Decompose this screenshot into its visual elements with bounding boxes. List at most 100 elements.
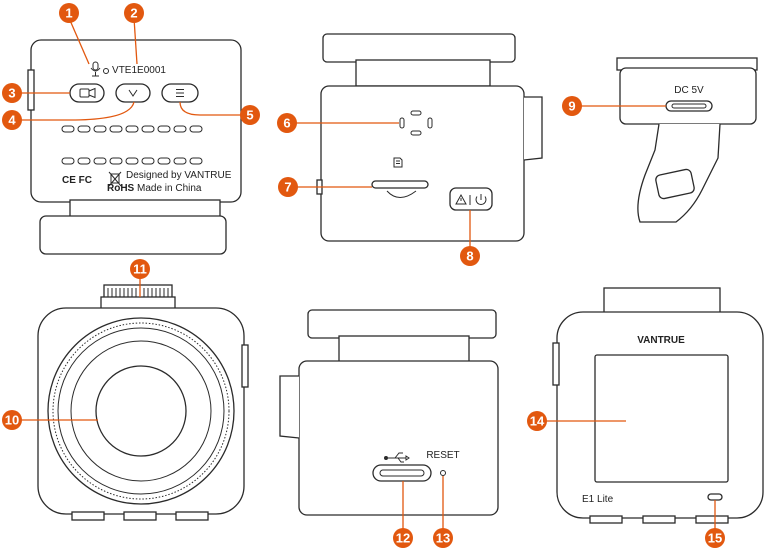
callout-3: 3 <box>2 83 22 103</box>
sd-slot-recess <box>386 190 417 198</box>
foot-mid <box>123 511 157 521</box>
rohs-mark: RoHS <box>107 183 135 194</box>
side-tab <box>27 69 35 111</box>
view-bottom-label: VTE1E0001 CE FC Designed by VANTRUE RoHS… <box>27 39 242 255</box>
vent-slot <box>141 125 155 133</box>
callout-2: 2 <box>124 3 144 23</box>
vent-slot <box>61 157 75 165</box>
svg-text:6: 6 <box>283 116 290 131</box>
made-in: Made in China <box>137 183 202 194</box>
sd-card-icon <box>393 157 403 168</box>
svg-text:2: 2 <box>130 6 137 21</box>
reset-label: RESET <box>426 450 459 461</box>
svg-text:12: 12 <box>396 531 410 546</box>
side-button-back <box>552 342 560 386</box>
foot-b2 <box>642 515 676 524</box>
vent-slots <box>61 125 203 165</box>
vent-slot <box>157 125 171 133</box>
vent-slot <box>77 157 91 165</box>
svg-text:13: 13 <box>436 531 450 546</box>
usb-icon <box>384 452 410 463</box>
speaker-holes <box>399 110 433 136</box>
callout-5: 5 <box>240 105 260 125</box>
vent-slot <box>61 125 75 133</box>
mount-arm-recess <box>655 168 695 200</box>
leader-2 <box>133 17 138 65</box>
dc-port[interactable] <box>665 100 713 112</box>
view-back-screen: VANTRUE E1 Lite <box>552 287 764 524</box>
svg-text:8: 8 <box>466 249 473 264</box>
warning-icon <box>455 193 467 205</box>
svg-text:3: 3 <box>8 86 15 101</box>
svg-text:1: 1 <box>65 6 72 21</box>
svg-text:10: 10 <box>5 413 19 428</box>
video-camera-icon <box>79 87 96 99</box>
callout-14: 14 <box>527 411 547 431</box>
status-led <box>707 493 723 501</box>
callout-13: 13 <box>433 528 453 548</box>
lens-knurl-ring <box>52 322 230 500</box>
callout-12: 12 <box>393 528 413 548</box>
lens-ring-3 <box>70 340 212 482</box>
down-button[interactable] <box>115 83 151 103</box>
mount-top <box>322 33 516 63</box>
designed-by: Designed by VANTRUE <box>126 170 232 181</box>
mount-neck-2 <box>355 59 491 87</box>
side-button-front <box>241 344 249 388</box>
svg-text:9: 9 <box>568 99 575 114</box>
reset-hole[interactable] <box>440 470 446 476</box>
mount-base <box>39 215 227 255</box>
mount-body <box>619 67 757 125</box>
leader-4 <box>19 101 135 121</box>
vent-slot <box>93 125 107 133</box>
callout-leaders <box>17 17 716 533</box>
model-code: VTE1E0001 <box>112 65 166 76</box>
usb-port[interactable] <box>372 464 432 482</box>
callout-15: 15 <box>705 528 725 548</box>
camera-body-side <box>320 85 525 242</box>
vent-slot <box>77 125 91 133</box>
leader-1 <box>68 17 90 65</box>
foot-left <box>71 511 105 521</box>
svg-text:4: 4 <box>8 113 16 128</box>
callout-9: 9 <box>562 96 582 116</box>
model-name: E1 Lite <box>582 494 614 505</box>
brand-logo: VANTRUE <box>637 335 685 346</box>
sd-card-slot[interactable] <box>371 180 429 189</box>
side-lens-edge <box>523 96 543 161</box>
side-lens-edge-2 <box>279 375 300 439</box>
svg-text:5: 5 <box>246 108 253 123</box>
lens-ring-2 <box>57 327 225 495</box>
foot-right <box>175 511 209 521</box>
record-button[interactable] <box>69 83 105 103</box>
menu-icon <box>176 89 184 97</box>
view-mount-dc: DC 5V <box>616 57 758 223</box>
vent-slot <box>173 157 187 165</box>
mount-top-4 <box>603 287 721 315</box>
mount-neck-3 <box>338 335 470 363</box>
callout-11: 11 <box>130 259 150 279</box>
microphone-icon <box>90 61 109 77</box>
vent-slot <box>109 157 123 165</box>
camera-body-usb <box>298 360 499 516</box>
view-side-sd <box>316 33 543 242</box>
vent-slot <box>189 157 203 165</box>
callout-7: 7 <box>278 177 298 197</box>
svg-text:15: 15 <box>708 531 722 546</box>
svg-text:14: 14 <box>530 414 545 429</box>
vent-slot <box>189 125 203 133</box>
vent-slot <box>125 157 139 165</box>
foot-b3 <box>695 515 729 524</box>
vent-slot <box>125 125 139 133</box>
callout-8: 8 <box>460 246 480 266</box>
dc-label: DC 5V <box>674 85 704 96</box>
vent-slot <box>109 125 123 133</box>
knob-base <box>100 296 176 310</box>
callout-6: 6 <box>277 113 297 133</box>
callout-4: 4 <box>2 110 22 130</box>
lens-glass <box>95 365 187 457</box>
mount-top-3 <box>307 309 497 339</box>
crossed-bin-icon <box>108 171 122 187</box>
